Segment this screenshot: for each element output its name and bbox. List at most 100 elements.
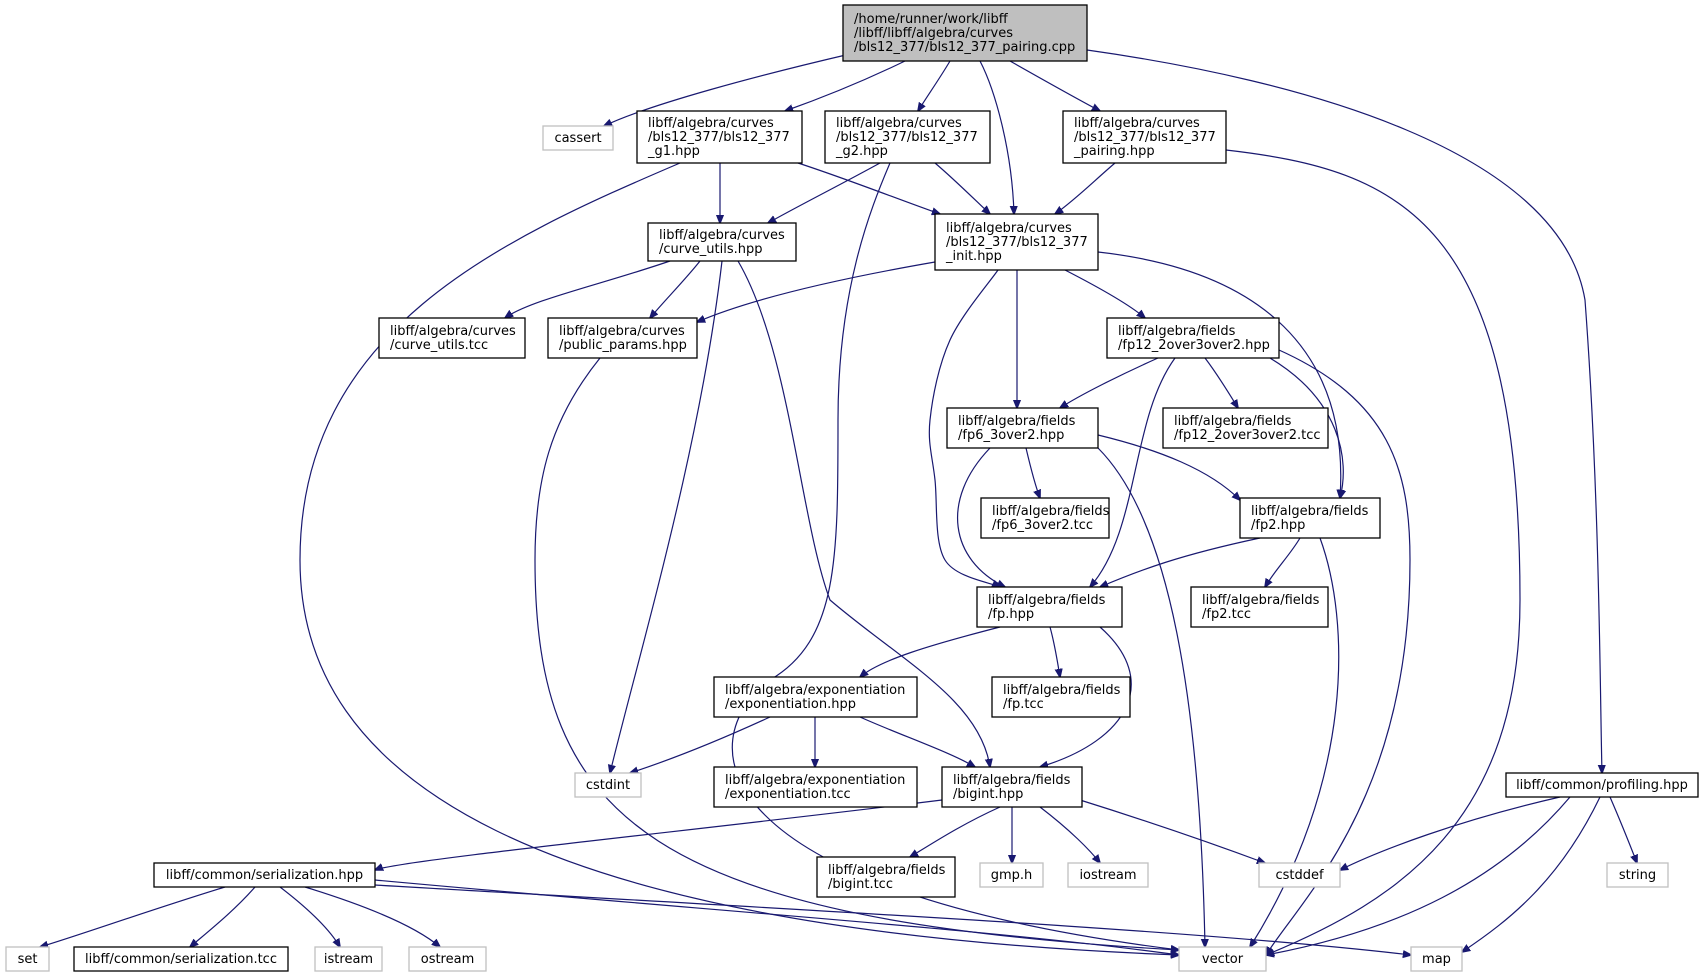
node-label-line: _init.hpp — [945, 249, 1002, 264]
node-label-line: /bigint.tcc — [828, 877, 893, 892]
edge-init-to-public_params — [697, 261, 936, 322]
node-box — [1505, 772, 1699, 798]
node-box — [979, 862, 1044, 888]
edge-curve_utils_hpp-to-curve_utils_tcc — [505, 260, 671, 318]
node-box — [991, 676, 1131, 718]
node-label-line: _g1.hpp — [647, 144, 700, 159]
node-serialization-tcc[interactable]: libff/common/serialization.tcc — [73, 946, 289, 972]
node-box — [1606, 862, 1669, 888]
node-box — [1062, 110, 1227, 164]
node-serialization-hpp[interactable]: libff/common/serialization.hpp — [153, 862, 376, 888]
node-label-line: libff/algebra/fields — [958, 414, 1076, 429]
node-label-line: libff/algebra/curves — [946, 221, 1072, 236]
edge-fp12_hpp-to-fp2_hpp — [1269, 357, 1343, 498]
node-label-line: libff/algebra/fields — [828, 863, 946, 878]
node-label-line: libff/algebra/fields — [1174, 414, 1292, 429]
edges-layer — [40, 49, 1637, 955]
edge-fp12_hpp-to-vector — [1266, 349, 1411, 955]
node-ostream: ostream — [408, 946, 487, 972]
node-label-line: vector — [1202, 952, 1244, 967]
node-box — [408, 946, 487, 972]
edge-bigint_hpp-to-cstddef — [1079, 799, 1265, 863]
node-box — [5, 946, 50, 972]
node-curve-utils-tcc[interactable]: libff/algebra/curves/curve_utils.tcc — [378, 317, 526, 359]
node-public-params[interactable]: libff/algebra/curves/public_params.hpp — [547, 317, 698, 359]
node-label-line: /fp.tcc — [1003, 697, 1044, 712]
node-label-line: libff/algebra/fields — [988, 593, 1106, 608]
node-curve-utils-hpp[interactable]: libff/algebra/curves/curve_utils.hpp — [647, 222, 797, 262]
node-label-line: string — [1619, 868, 1656, 883]
node-bigint-hpp[interactable]: libff/algebra/fields/bigint.hpp — [941, 766, 1083, 808]
node-g1[interactable]: libff/algebra/curves/bls12_377/bls12_377… — [636, 110, 803, 164]
node-fp6-hpp[interactable]: libff/algebra/fields/fp6_3over2.hpp — [946, 407, 1099, 449]
node-init[interactable]: libff/algebra/curves/bls12_377/bls12_377… — [934, 213, 1099, 271]
edge-serialization_hpp-to-set — [40, 886, 226, 947]
node-label-line: libff/algebra/exponentiation — [725, 683, 905, 698]
node-box — [574, 772, 642, 798]
node-box — [636, 110, 803, 164]
node-label-line: ostream — [421, 952, 475, 967]
edge-serialization_hpp-to-serialization_tcc — [190, 886, 256, 947]
node-box — [1239, 497, 1381, 539]
node-box — [934, 213, 1099, 271]
node-fp-hpp[interactable]: libff/algebra/fields/fp.hpp — [976, 586, 1123, 628]
node-label-line: /bls12_377/bls12_377 — [1074, 130, 1216, 145]
edge-serialization_hpp-to-ostream — [304, 886, 440, 947]
node-box — [976, 586, 1123, 628]
node-label-line: libff/algebra/curves — [559, 324, 685, 339]
node-profiling[interactable]: libff/common/profiling.hpp — [1505, 772, 1699, 798]
node-root[interactable]: /home/runner/work/libff/libff/libff/alge… — [842, 4, 1088, 62]
edge-root-to-g1 — [785, 60, 906, 111]
node-map: map — [1410, 946, 1463, 972]
node-fp2-tcc[interactable]: libff/algebra/fields/fp2.tcc — [1190, 586, 1329, 628]
node-iostream: iostream — [1067, 862, 1149, 888]
edge-bigint_hpp-to-serialization_hpp — [375, 799, 943, 870]
node-box — [314, 946, 383, 972]
node-label-line: /curve_utils.tcc — [390, 338, 488, 353]
node-label-line: /exponentiation.hpp — [725, 697, 856, 712]
edge-root-to-g2 — [918, 60, 951, 111]
node-exp-hpp[interactable]: libff/algebra/exponentiation/exponentiat… — [713, 676, 918, 718]
edge-bigint_hpp-to-bigint_tcc — [910, 806, 1001, 857]
node-box — [1410, 946, 1463, 972]
node-label-line: map — [1422, 952, 1451, 967]
node-box — [542, 125, 614, 151]
node-box — [980, 497, 1110, 539]
node-box — [1258, 862, 1341, 888]
node-label-line: /fp6_3over2.tcc — [992, 518, 1093, 533]
node-label-line: /bls12_377/bls12_377_pairing.cpp — [854, 40, 1075, 55]
node-label-line: libff/algebra/curves — [390, 324, 516, 339]
node-cassert: cassert — [542, 125, 614, 151]
node-fp12-hpp[interactable]: libff/algebra/fields/fp12_2over3over2.hp… — [1106, 317, 1280, 359]
node-box — [816, 856, 956, 898]
edge-profiling-to-vector — [1266, 796, 1571, 955]
node-label-line: libff/algebra/curves — [648, 116, 774, 131]
node-pairing[interactable]: libff/algebra/curves/bls12_377/bls12_377… — [1062, 110, 1227, 164]
node-box — [647, 222, 797, 262]
edge-fp12_hpp-to-fp6_hpp — [1060, 357, 1159, 408]
edge-fp2_hpp-to-fp_hpp — [1100, 537, 1261, 587]
edge-exp_hpp-to-cstdint — [630, 716, 771, 773]
node-bigint-tcc[interactable]: libff/algebra/fields/bigint.tcc — [816, 856, 956, 898]
node-label-line: /bls12_377/bls12_377 — [946, 235, 1088, 250]
node-fp-tcc[interactable]: libff/algebra/fields/fp.tcc — [991, 676, 1131, 718]
node-fp2-hpp[interactable]: libff/algebra/fields/fp2.hpp — [1239, 497, 1381, 539]
node-label-line: /fp12_2over3over2.hpp — [1118, 338, 1270, 353]
edge-fp12_hpp-to-fp_hpp — [1090, 357, 1176, 587]
edge-root-to-init — [979, 60, 1014, 214]
node-label-line: cassert — [554, 131, 601, 146]
edge-fp6_hpp-to-vector — [1097, 447, 1205, 947]
edge-exp_hpp-to-bigint_hpp — [859, 716, 975, 767]
node-istream: istream — [314, 946, 383, 972]
node-label-line: libff/algebra/exponentiation — [725, 773, 905, 788]
node-box — [1178, 946, 1267, 972]
node-g2[interactable]: libff/algebra/curves/bls12_377/bls12_377… — [824, 110, 991, 164]
node-fp6-tcc[interactable]: libff/algebra/fields/fp6_3over2.tcc — [980, 497, 1110, 539]
node-label-line: istream — [324, 952, 373, 967]
node-exp-tcc[interactable]: libff/algebra/exponentiation/exponentiat… — [713, 766, 918, 808]
node-label-line: cstddef — [1275, 868, 1324, 883]
node-label-line: libff/algebra/fields — [1251, 504, 1369, 519]
node-vector: vector — [1178, 946, 1267, 972]
node-fp12-tcc[interactable]: libff/algebra/fields/fp12_2over3over2.tc… — [1162, 407, 1329, 449]
edge-curve_utils_hpp-to-cstdint — [610, 260, 723, 773]
